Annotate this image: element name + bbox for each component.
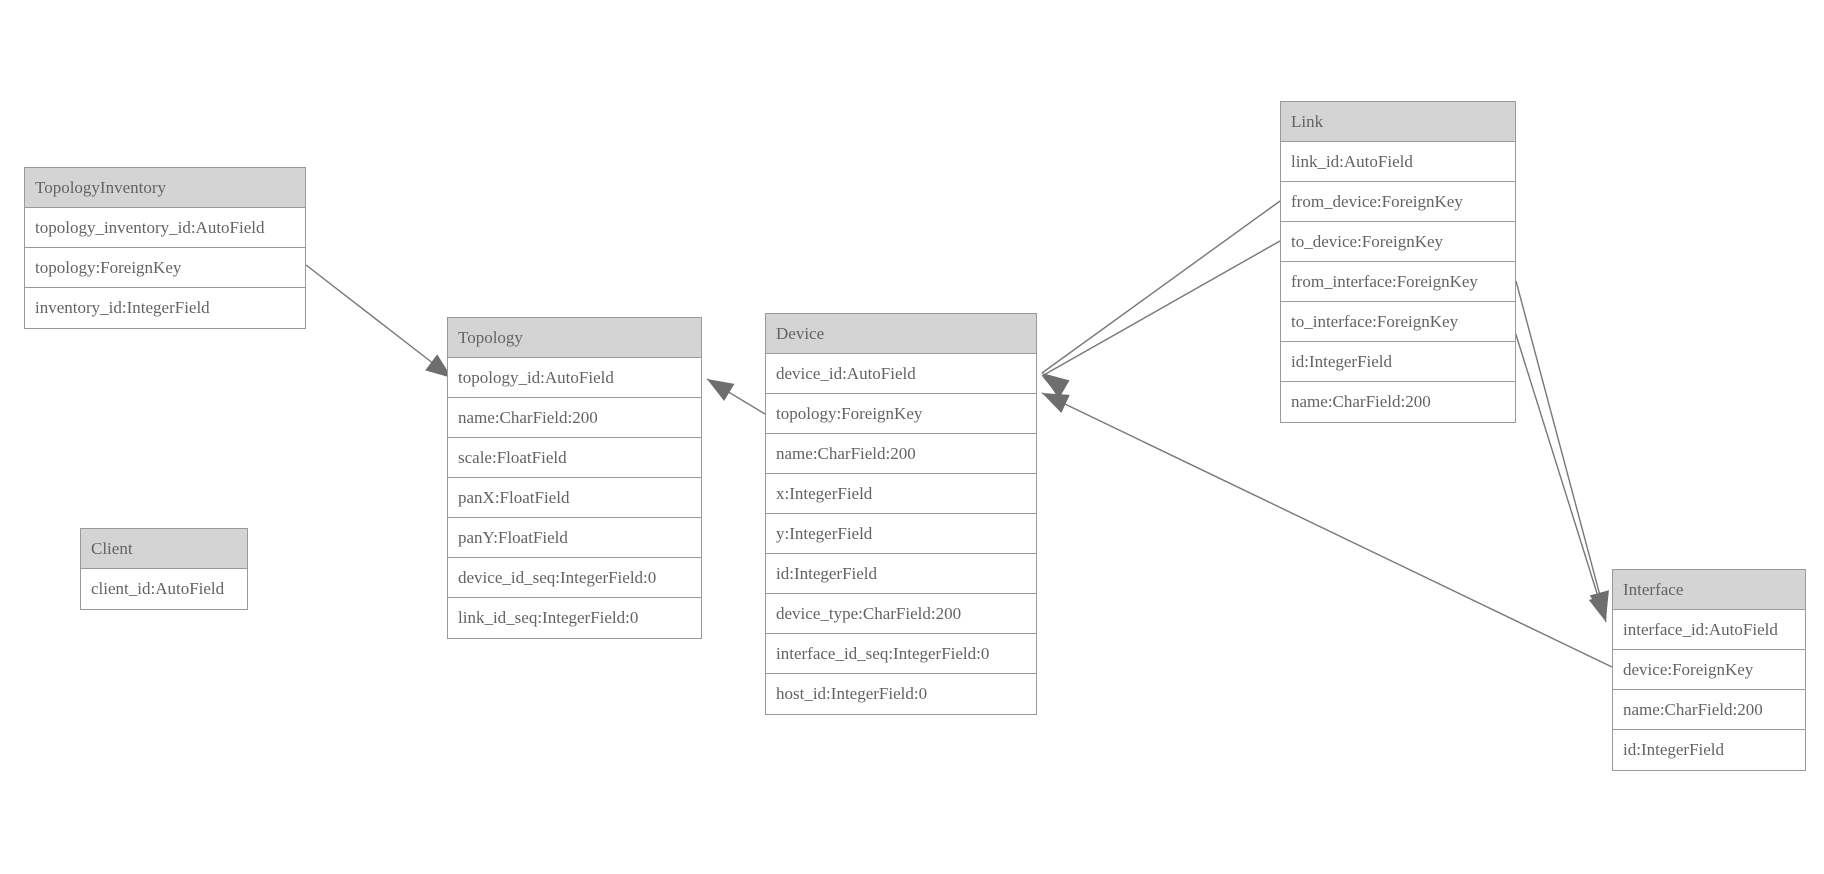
field-row-link-6[interactable]: name:CharField:200 bbox=[1281, 382, 1515, 422]
field-row-device-3[interactable]: x:IntegerField bbox=[766, 474, 1036, 514]
field-row-topology-5[interactable]: device_id_seq:IntegerField:0 bbox=[448, 558, 701, 598]
field-row-link-5[interactable]: id:IntegerField bbox=[1281, 342, 1515, 382]
entity-box-client[interactable]: Client client_id:AutoField bbox=[80, 528, 248, 610]
field-row-link-4[interactable]: to_interface:ForeignKey bbox=[1281, 302, 1515, 342]
entity-title-device: Device bbox=[766, 314, 1036, 354]
field-row-topology-4[interactable]: panY:FloatField bbox=[448, 518, 701, 558]
entity-title-topology: Topology bbox=[448, 318, 701, 358]
field-row-topology-6[interactable]: link_id_seq:IntegerField:0 bbox=[448, 598, 701, 638]
field-row-device-1[interactable]: topology:ForeignKey bbox=[766, 394, 1036, 434]
rel-link-todevice-device-line bbox=[1041, 240, 1281, 377]
field-row-client-0[interactable]: client_id:AutoField bbox=[81, 569, 247, 609]
rel-link-tointerface-interface-line bbox=[1511, 321, 1607, 623]
field-row-interface-2[interactable]: name:CharField:200 bbox=[1613, 690, 1805, 730]
field-row-topology-1[interactable]: name:CharField:200 bbox=[448, 398, 701, 438]
rel-link-todevice-device-arrowhead bbox=[1042, 376, 1070, 398]
field-row-link-0[interactable]: link_id:AutoField bbox=[1281, 142, 1515, 182]
entity-title-topology_inventory: TopologyInventory bbox=[25, 168, 305, 208]
entity-field-list-client: client_id:AutoField bbox=[81, 569, 247, 609]
rel-interface-device-line bbox=[1041, 392, 1613, 668]
field-row-topology_inventory-0[interactable]: topology_inventory_id:AutoField bbox=[25, 208, 305, 248]
entity-title-interface: Interface bbox=[1613, 570, 1805, 610]
rel-device-topology-arrowhead bbox=[707, 379, 735, 401]
rel-interface-device-arrowhead bbox=[1042, 393, 1070, 414]
rel-topologyinventory-topology-line bbox=[305, 264, 453, 379]
field-row-link-3[interactable]: from_interface:ForeignKey bbox=[1281, 262, 1515, 302]
field-row-topology_inventory-2[interactable]: inventory_id:IntegerField bbox=[25, 288, 305, 328]
rel-link-frominterface-interface-line bbox=[1515, 280, 1607, 619]
field-row-device-0[interactable]: device_id:AutoField bbox=[766, 354, 1036, 394]
field-row-interface-3[interactable]: id:IntegerField bbox=[1613, 730, 1805, 770]
field-row-device-8[interactable]: host_id:IntegerField:0 bbox=[766, 674, 1036, 714]
rel-link-fromdevice-device-line bbox=[1041, 200, 1281, 374]
entity-title-link: Link bbox=[1281, 102, 1515, 142]
field-row-topology-2[interactable]: scale:FloatField bbox=[448, 438, 701, 478]
entity-title-client: Client bbox=[81, 529, 247, 569]
field-row-link-1[interactable]: from_device:ForeignKey bbox=[1281, 182, 1515, 222]
field-row-topology-0[interactable]: topology_id:AutoField bbox=[448, 358, 701, 398]
field-row-device-4[interactable]: y:IntegerField bbox=[766, 514, 1036, 554]
field-row-interface-1[interactable]: device:ForeignKey bbox=[1613, 650, 1805, 690]
rel-device-topology-line bbox=[706, 378, 766, 415]
field-row-device-7[interactable]: interface_id_seq:IntegerField:0 bbox=[766, 634, 1036, 674]
field-row-interface-0[interactable]: interface_id:AutoField bbox=[1613, 610, 1805, 650]
field-row-device-6[interactable]: device_type:CharField:200 bbox=[766, 594, 1036, 634]
field-row-topology-3[interactable]: panX:FloatField bbox=[448, 478, 701, 518]
field-row-topology_inventory-1[interactable]: topology:ForeignKey bbox=[25, 248, 305, 288]
field-row-device-5[interactable]: id:IntegerField bbox=[766, 554, 1036, 594]
entity-box-topology_inventory[interactable]: TopologyInventory topology_inventory_id:… bbox=[24, 167, 306, 329]
rel-link-fromdevice-device-arrowhead bbox=[1042, 373, 1069, 397]
field-row-device-2[interactable]: name:CharField:200 bbox=[766, 434, 1036, 474]
field-row-link-2[interactable]: to_device:ForeignKey bbox=[1281, 222, 1515, 262]
